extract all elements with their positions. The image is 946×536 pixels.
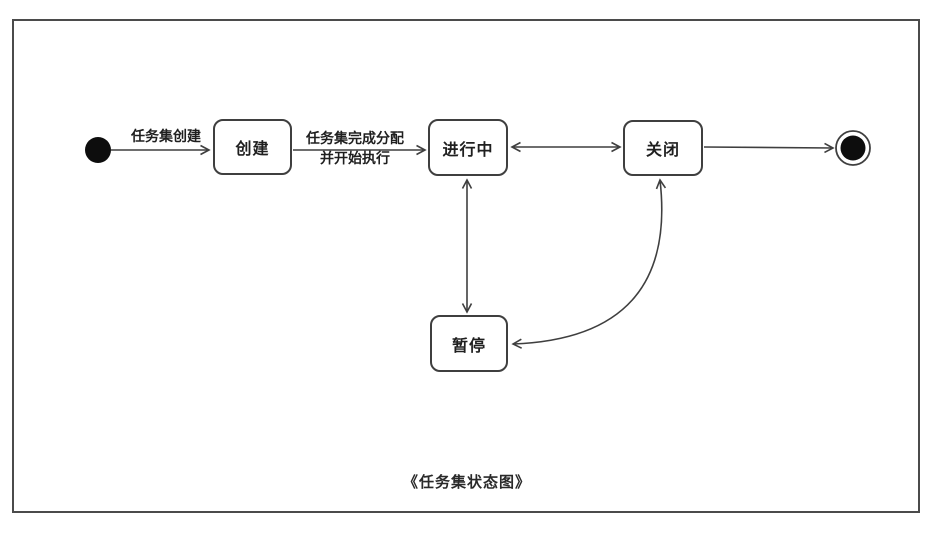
final-state-dot-icon [840, 135, 866, 161]
final-state-ring-icon [835, 130, 871, 166]
transition-closed-to-final-arrow [703, 147, 833, 148]
state-node-create: 创建 [213, 119, 292, 175]
state-label-create: 创建 [235, 141, 270, 158]
state-node-closed: 关闭 [623, 120, 703, 176]
state-label-in-progress: 进行中 [442, 141, 494, 159]
transition-label-assign-line1: 任务集完成分配 [306, 130, 404, 146]
state-label-closed: 关闭 [645, 142, 680, 159]
transition-paused-closed-curved-arrow [513, 180, 662, 344]
transition-label-assign-line2: 并开始执行 [320, 150, 390, 166]
state-label-paused: 暂停 [451, 337, 486, 355]
initial-state-icon [85, 137, 111, 163]
state-node-paused: 暂停 [430, 315, 508, 372]
state-node-in-progress: 进行中 [428, 119, 508, 176]
transition-label-create: 任务集创建 [131, 128, 201, 144]
diagram-caption: 《任务集状态图》 [402, 474, 531, 491]
